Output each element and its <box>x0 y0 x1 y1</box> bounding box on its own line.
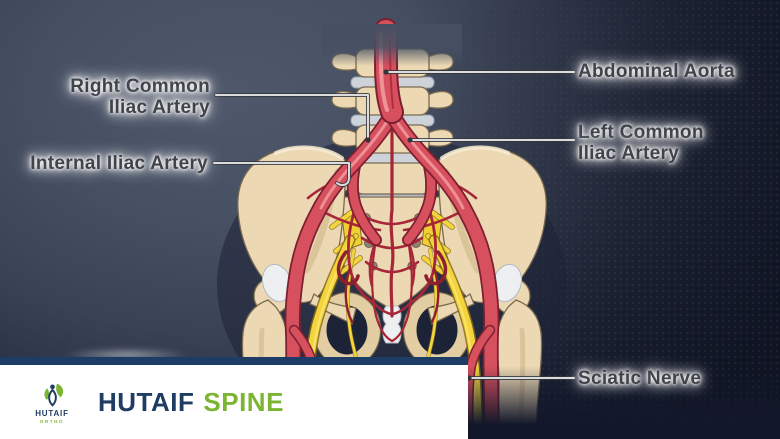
left-internal-iliac-artery <box>346 160 382 246</box>
label-abdominal-aorta: Abdominal Aorta <box>578 61 735 82</box>
brand-secondary: SPINE <box>203 386 284 417</box>
label-right-common-iliac-artery: Right Common Iliac Artery <box>16 76 210 118</box>
left-common-and-external-iliac-artery <box>284 106 400 439</box>
brand-primary: HUTAIF <box>98 386 195 417</box>
brand-wordmark: HUTAIF SPINE <box>98 387 284 418</box>
label-left-common-iliac-artery: Left Common Iliac Artery <box>578 122 704 164</box>
leader-abdominal-aorta <box>383 69 576 75</box>
footer-brand-bar: HUTAIF ORTHO HUTAIF SPINE <box>0 357 468 439</box>
leader-sciatic-nerve <box>466 375 576 381</box>
hutaif-ortho-logo: HUTAIF ORTHO <box>28 381 76 424</box>
logo-name: HUTAIF <box>35 408 69 418</box>
leader-left-common-iliac <box>407 137 576 143</box>
spine-top-fade <box>322 24 462 66</box>
leader-right-common-iliac <box>214 93 371 143</box>
left-arteries <box>284 106 400 439</box>
logo-icon <box>43 383 63 407</box>
pubic-symphysis <box>382 305 402 344</box>
label-line: Right Common <box>70 76 210 97</box>
label-sciatic-nerve: Sciatic Nerve <box>578 368 701 389</box>
label-line: Abdominal Aorta <box>578 61 735 82</box>
label-line: Iliac Artery <box>108 97 210 118</box>
median-sacral-artery <box>389 120 395 318</box>
label-line: Sciatic Nerve <box>578 368 702 389</box>
logo-subtitle: ORTHO <box>39 418 65 424</box>
label-line: Iliac Artery <box>578 143 680 164</box>
leader-lines <box>212 69 576 381</box>
label-line: Internal Iliac Artery <box>30 153 208 174</box>
leader-internal-iliac <box>212 161 351 188</box>
label-line: Left Common <box>578 122 704 143</box>
label-internal-iliac-artery: Internal Iliac Artery <box>20 153 208 174</box>
